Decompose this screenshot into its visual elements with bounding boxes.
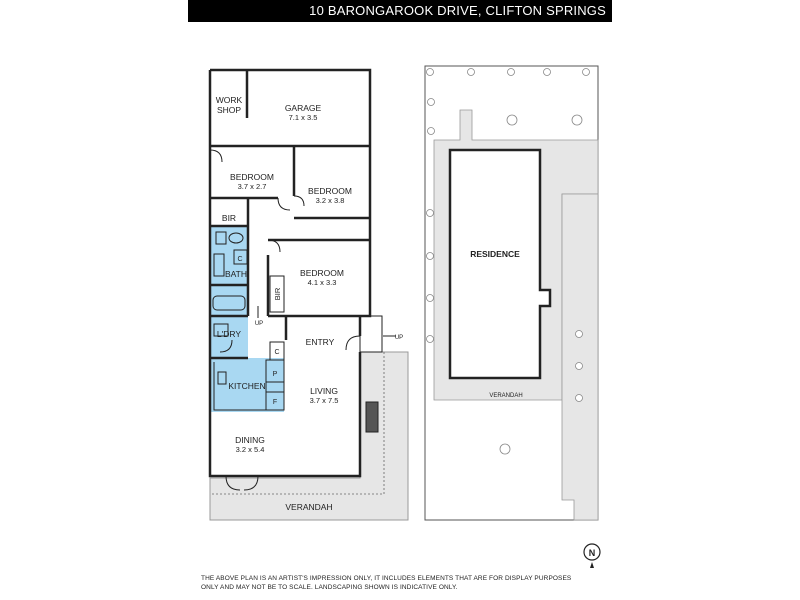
workshop-label-1: WORK [216, 95, 243, 105]
site-verandah-label: VERANDAH [489, 393, 522, 399]
shrub-icon [582, 68, 590, 76]
shrub-icon [575, 330, 583, 338]
bedroom3-label: BEDROOM [300, 268, 344, 278]
verandah-paving [209, 351, 409, 521]
property-address: 10 BARONGAROOK DRIVE, CLIFTON SPRINGS [309, 3, 606, 18]
shrub-icon [467, 68, 475, 76]
entry-up-label: UP [395, 335, 403, 341]
kitchen-label: KITCHEN [228, 381, 265, 391]
bath-label: BATH [225, 269, 247, 279]
header-bar: 10 BARONGAROOK DRIVE, CLIFTON SPRINGS [188, 0, 612, 22]
tree-icon [499, 443, 511, 455]
wet-area-kitchen [210, 358, 284, 412]
shrub-icon [426, 294, 434, 302]
fixtures [209, 149, 396, 491]
driveway [561, 193, 599, 521]
shrub-icon [427, 127, 435, 135]
disclaimer-line-2: ONLY AND MAY NOT BE TO SCALE. LANDSCAPIN… [201, 584, 458, 591]
residence-outline [448, 148, 552, 380]
entry-label: ENTRY [306, 337, 335, 347]
garage-label: GARAGE [285, 103, 322, 113]
bir-side-label: BIR [273, 287, 282, 300]
pantry-label: P [273, 371, 278, 378]
shrub-icon [575, 394, 583, 402]
residence-label: RESIDENCE [470, 249, 520, 259]
shrub-icon [426, 335, 434, 343]
garage-size: 7.1 x 3.5 [289, 113, 318, 122]
workshop-label-2: SHOP [217, 105, 241, 115]
north-arrow-icon: N [583, 543, 601, 568]
shrub-icon [427, 98, 435, 106]
entry-cupboard-label: C [274, 349, 279, 356]
shrub-icon [507, 68, 515, 76]
landscaping [426, 68, 590, 455]
shrub-icon [575, 362, 583, 370]
dining-label: DINING [235, 435, 265, 445]
bedroom2-size: 3.2 x 3.8 [316, 196, 345, 205]
site-plan: RESIDENCE VERANDAH N [424, 65, 601, 568]
north-label: N [589, 548, 596, 558]
bedroom1-size: 3.7 x 2.7 [238, 182, 267, 191]
fridge-label: F [273, 399, 277, 406]
shrub-icon [543, 68, 551, 76]
hall-up-label: UP [255, 321, 263, 327]
bedroom3-size: 4.1 x 3.3 [308, 278, 337, 287]
disclaimer-line-1: THE ABOVE PLAN IS AN ARTIST'S IMPRESSION… [201, 575, 572, 582]
living-size: 3.7 x 7.5 [310, 396, 339, 405]
tree-icon [571, 114, 583, 126]
bedroom2-label: BEDROOM [308, 186, 352, 196]
dining-size: 3.2 x 5.4 [236, 445, 265, 454]
shrub-icon [426, 68, 434, 76]
shrub-icon [426, 209, 434, 217]
bir-top-label: BIR [222, 213, 236, 223]
tree-icon [506, 114, 518, 126]
verandah-label: VERANDAH [285, 502, 332, 512]
bedroom1-label: BEDROOM [230, 172, 274, 182]
disclaimer: THE ABOVE PLAN IS AN ARTIST'S IMPRESSION… [201, 574, 641, 592]
laundry-label: L'DRY [217, 329, 241, 339]
house-floor-plan: WORK SHOP GARAGE 7.1 x 3.5 BEDROOM 3.7 x… [208, 68, 409, 521]
shrub-icon [426, 252, 434, 260]
bath-cupboard-label: C [237, 256, 242, 263]
living-label: LIVING [310, 386, 338, 396]
